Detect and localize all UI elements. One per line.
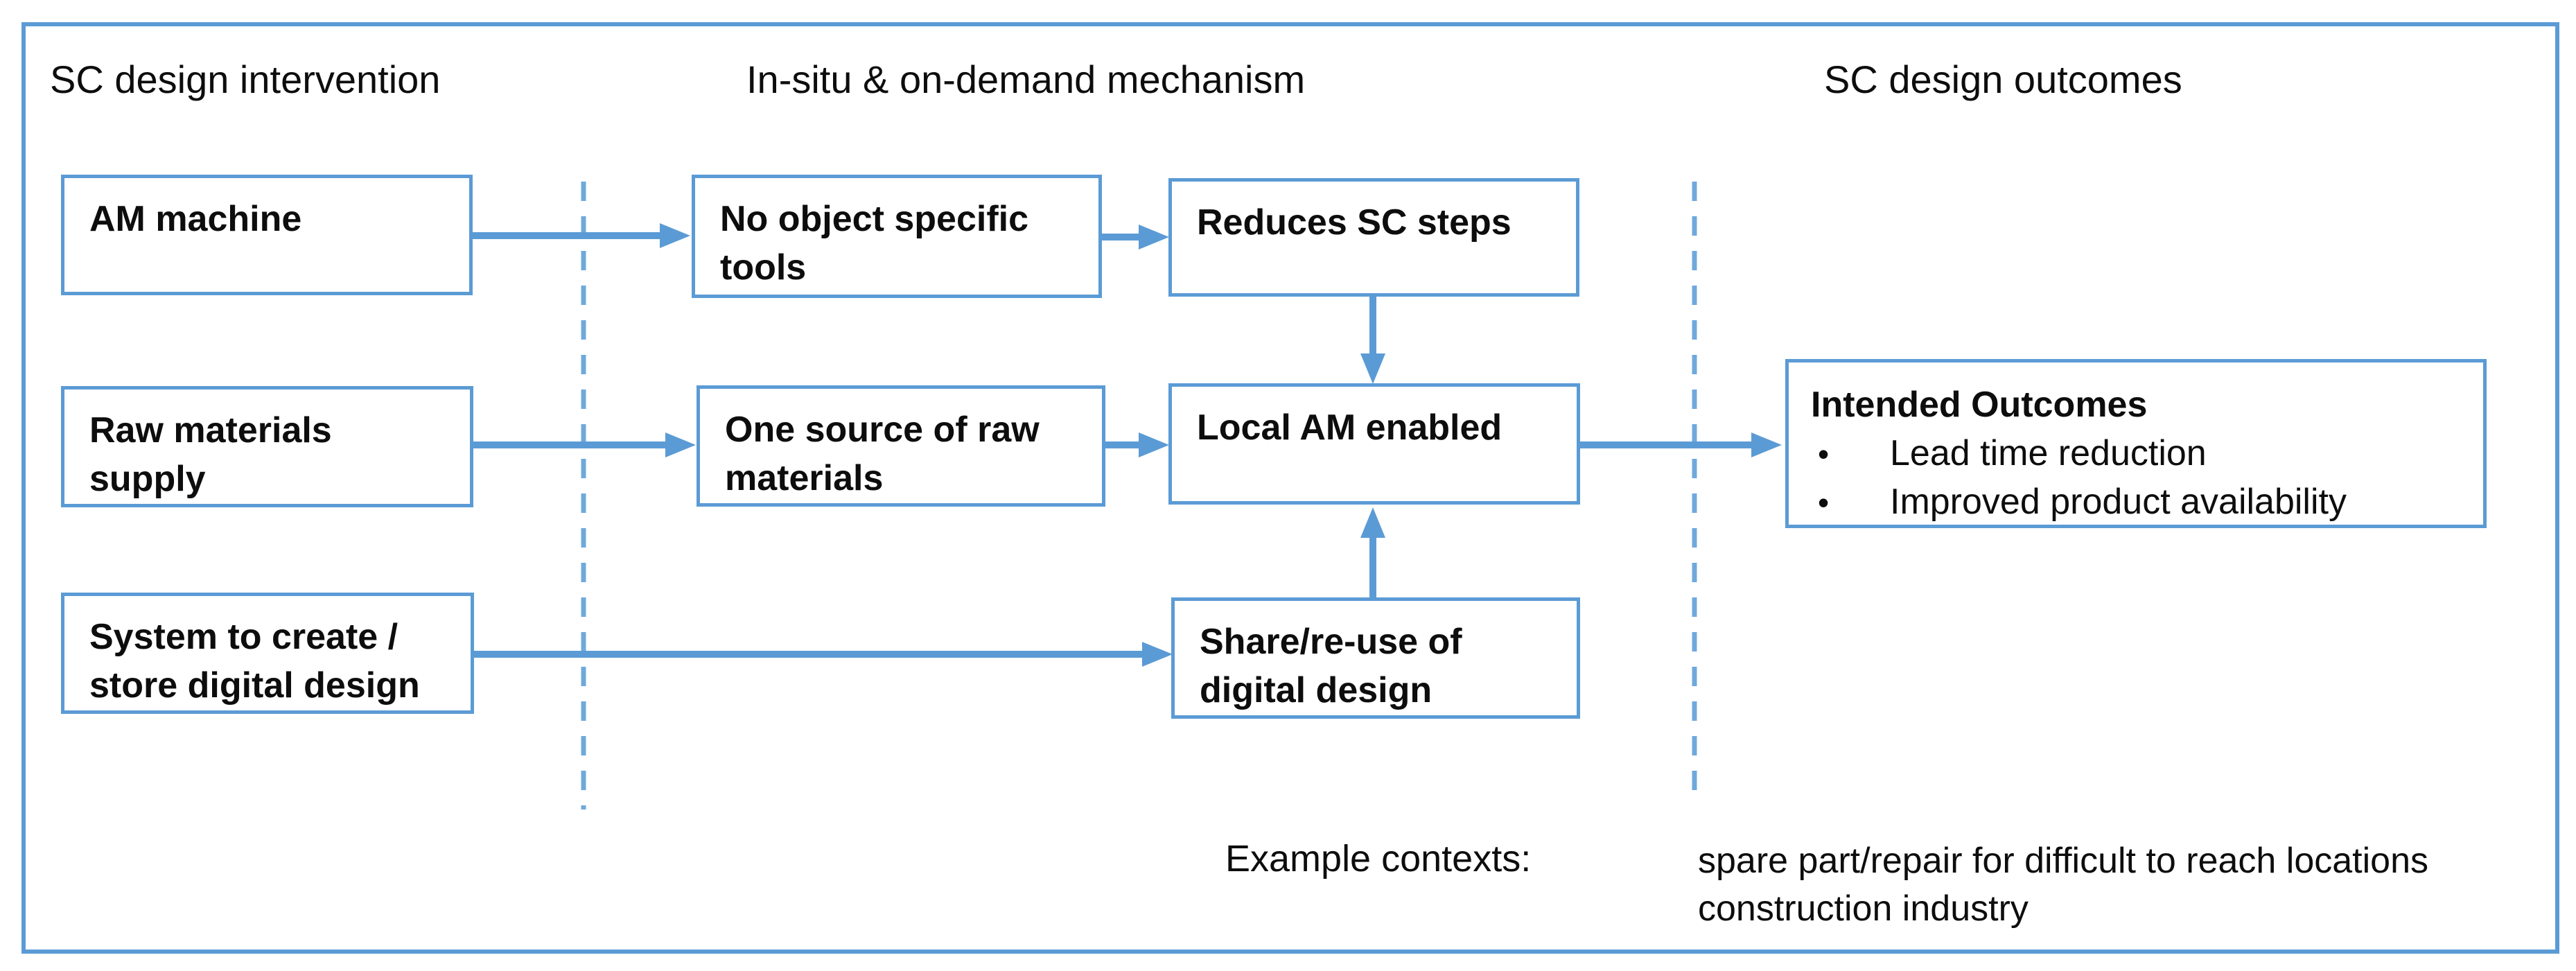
node-am-machine: AM machine [61,175,473,295]
node-local-am-enabled: Local AM enabled [1168,383,1580,505]
column-header-mechanism: In-situ & on-demand mechanism [746,58,1306,101]
node-reduces-sc-steps: Reduces SC steps [1168,178,1579,297]
example-contexts-text: spare part/repair for difficult to reach… [1698,837,2428,933]
example-context-line-construction: construction industry [1698,889,2029,929]
bullet-text-availability: Improved product availability [1890,482,2347,523]
node-share-reuse-digital-design: Share/re-use of digital design [1171,597,1580,719]
node-no-object-tools: No object specific tools [692,175,1102,298]
node-system-digital-design: System to create / store digital design [61,593,474,714]
column-header-outcomes: SC design outcomes [1824,58,2182,101]
column-header-intervention: SC design intervention [50,58,441,101]
node-one-source-raw-materials: One source of raw materials [696,385,1105,507]
bullet-text-lead-time: Lead time reduction [1890,433,2207,474]
bullet-item: • Improved product availability [1811,478,2469,526]
node-raw-materials-supply: Raw materials supply [61,386,473,507]
bullet-item: • Lead time reduction [1811,429,2469,478]
intended-outcomes-title: Intended Outcomes [1811,385,2148,425]
bullet-icon: • [1818,436,1830,473]
node-intended-outcomes: Intended Outcomes • Lead time reduction … [1785,359,2487,528]
example-context-line-spare-parts: spare part/repair for difficult to reach… [1698,841,2429,881]
bullet-icon: • [1818,484,1830,521]
example-contexts-label: Example contexts: [1225,838,1532,880]
